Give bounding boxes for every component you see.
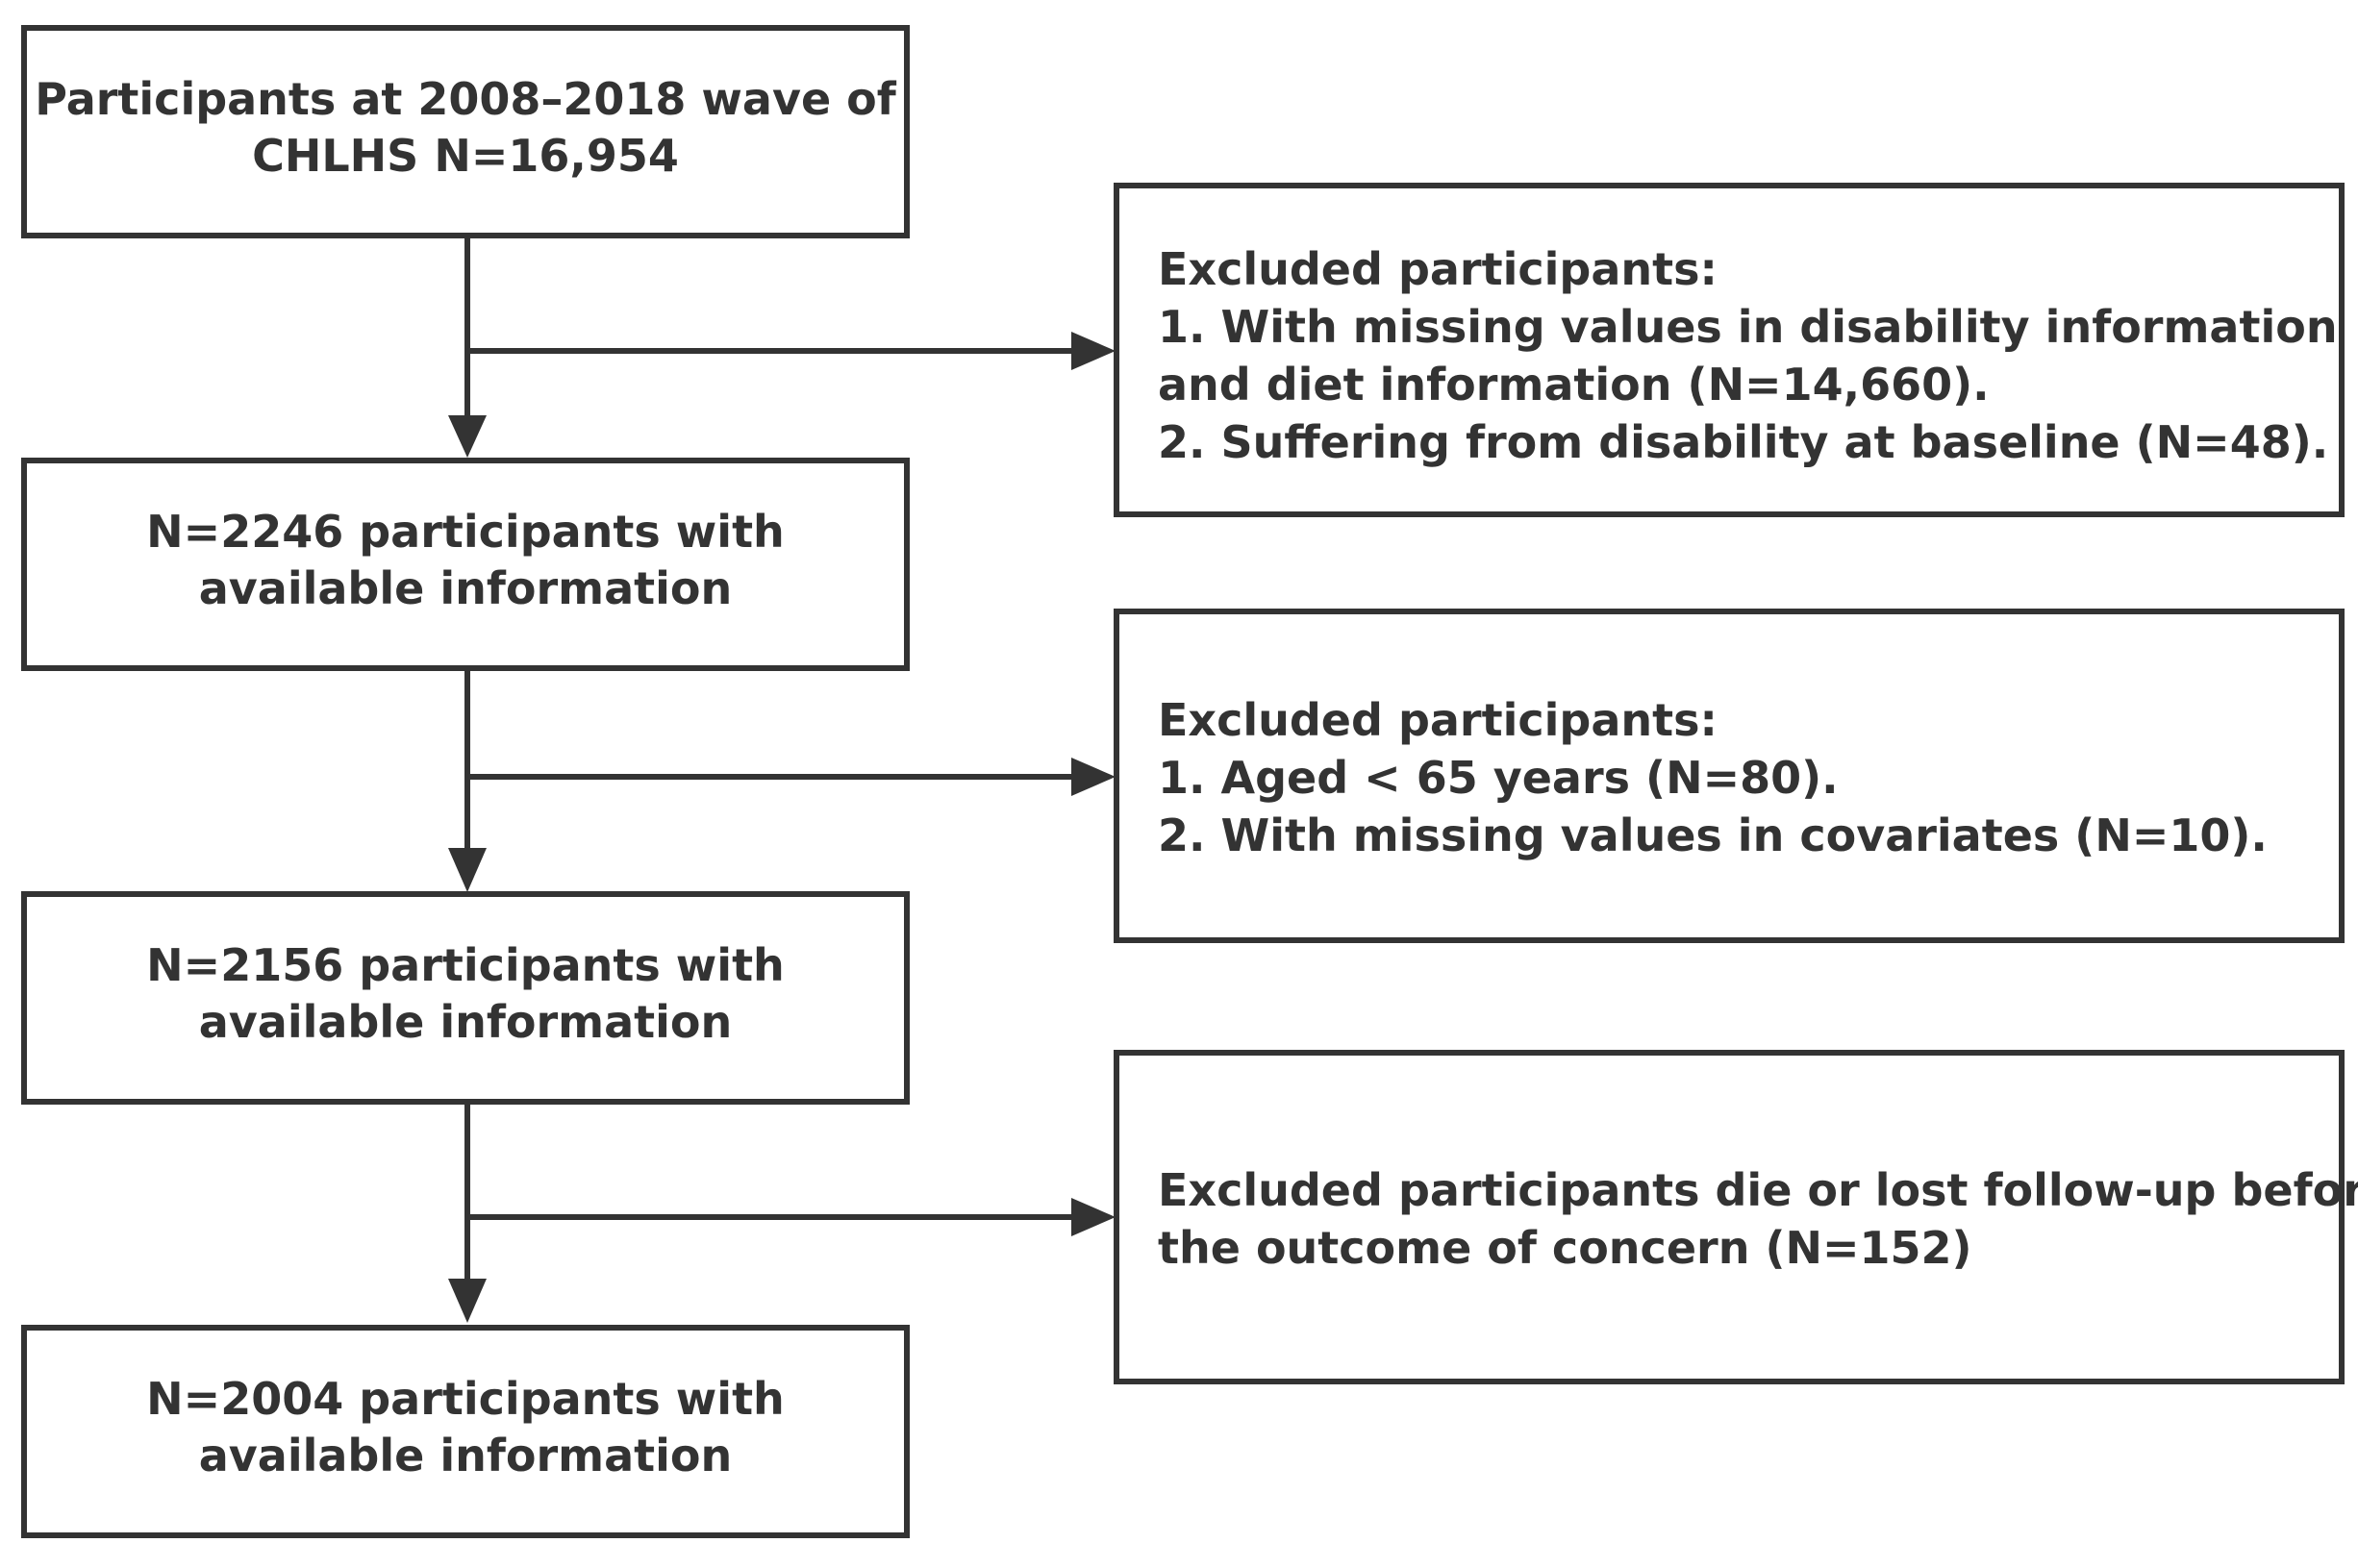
text-line: available information: [198, 562, 733, 614]
text-line: Participants at 2008–2018 wave of: [35, 73, 896, 125]
exclusion-box-1: Excluded participants: 1. With missing v…: [1114, 183, 2345, 517]
text-line: Excluded participants:: [1158, 243, 1718, 295]
flow-box-initial-cohort: Participants at 2008–2018 wave of CHLHS …: [21, 25, 910, 238]
arrow-down-1: [448, 415, 487, 458]
exclusion-text: Excluded participants: 1. With missing v…: [1158, 240, 2338, 471]
text-line: the outcome of concern (N=152): [1158, 1222, 1972, 1274]
text-line: N=2156 participants with: [146, 939, 785, 991]
flow-box-final-cohort: N=2004 participants with available infor…: [21, 1325, 910, 1538]
text-line: available information: [198, 996, 733, 1048]
text-line: and diet information (N=14,660).: [1158, 359, 1990, 411]
arrow-right-2: [1071, 758, 1116, 796]
flow-box-text: N=2004 participants with available infor…: [146, 1371, 785, 1484]
text-line: 2. With missing values in covariates (N=…: [1158, 809, 2268, 861]
text-line: 1. Aged < 65 years (N=80).: [1158, 752, 1839, 804]
flow-box-text: Participants at 2008–2018 wave of CHLHS …: [35, 71, 896, 185]
arrow-down-3: [448, 1279, 487, 1323]
flow-box-text: N=2246 participants with available infor…: [146, 504, 785, 617]
arrow-right-1: [1071, 332, 1116, 370]
text-line: CHLHS N=16,954: [252, 130, 679, 182]
flow-box-after-exclusion-2: N=2156 participants with available infor…: [21, 891, 910, 1105]
exclusion-box-3: Excluded participants die or lost follow…: [1114, 1050, 2358, 1384]
text-line: N=2246 participants with: [146, 506, 785, 558]
flow-box-after-exclusion-1: N=2246 participants with available infor…: [21, 458, 910, 671]
text-line: N=2004 participants with: [146, 1373, 785, 1425]
exclusion-box-2: Excluded participants: 1. Aged < 65 year…: [1114, 609, 2345, 943]
flow-box-text: N=2156 participants with available infor…: [146, 937, 785, 1051]
exclusion-text: Excluded participants die or lost follow…: [1158, 1161, 2358, 1277]
text-line: Excluded participants die or lost follow…: [1158, 1164, 2358, 1216]
text-line: Excluded participants:: [1158, 694, 1718, 746]
arrow-down-2: [448, 848, 487, 892]
text-line: available information: [198, 1430, 733, 1481]
arrow-right-3: [1071, 1198, 1116, 1236]
exclusion-text: Excluded participants: 1. Aged < 65 year…: [1158, 691, 2268, 864]
text-line: 1. With missing values in disability inf…: [1158, 301, 2338, 353]
text-line: 2. Suffering from disability at baseline…: [1158, 416, 2329, 468]
